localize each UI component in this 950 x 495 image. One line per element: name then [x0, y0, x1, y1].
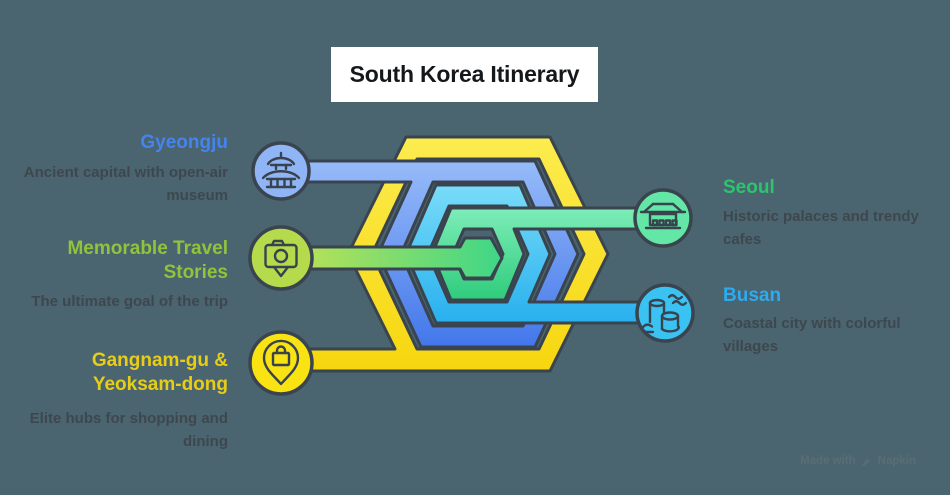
node-circle-gangnam [248, 330, 314, 396]
shopping-bag-pin-icon [262, 339, 300, 386]
description-gyeongju: Ancient capital with open-air museum [23, 164, 228, 204]
watermark-brand: Napkin [877, 455, 916, 467]
napkin-logo-icon [861, 456, 872, 466]
label-gangnam: Gangnam-gu & Yeoksam-dong [91, 350, 228, 395]
description-seoul: Historic palaces and trendy cafes [723, 208, 919, 248]
label-busan: Busan [723, 285, 782, 306]
description-gangnam: Elite hubs for shopping and dining [29, 410, 228, 450]
description-busan: Coastal city with colorful villages [723, 315, 901, 355]
label-memorable: Memorable Travel Stories [67, 238, 228, 283]
node-circle-seoul [633, 188, 693, 248]
hexagon-center-lime-memorable-connector [279, 236, 504, 280]
palace-icon [639, 202, 687, 230]
pagoda-icon [261, 151, 301, 189]
coastal-village-icon [641, 294, 687, 334]
description-memorable: The ultimate goal of the trip [31, 293, 228, 310]
label-seoul: Seoul [723, 177, 775, 198]
node-circle-memorable [248, 225, 314, 291]
camera-pin-icon [264, 239, 298, 278]
title-box: South Korea Itinerary [331, 47, 598, 102]
hexagon-ring-blue-gyeongju-connector [279, 159, 580, 349]
watermark: Made with Napkin [800, 455, 916, 467]
label-gyeongju: Gyeongju [140, 132, 228, 153]
watermark-prefix: Made with [800, 455, 856, 467]
page-title: South Korea Itinerary [349, 61, 580, 87]
